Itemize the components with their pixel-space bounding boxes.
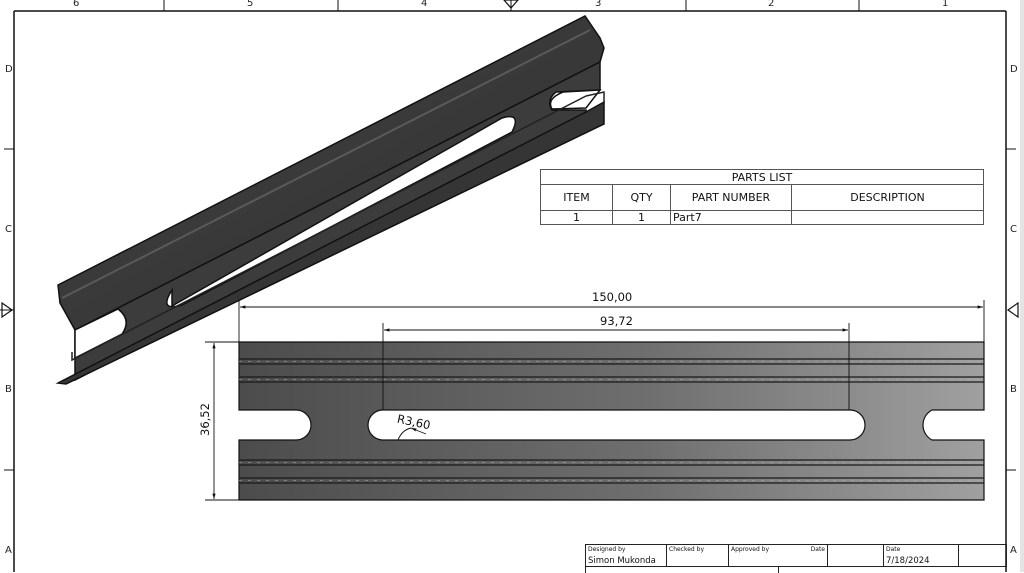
dim-overall-width: 36,52 — [198, 403, 212, 436]
col-header-qty: QTY — [612, 184, 671, 211]
cell-description — [791, 210, 984, 225]
title-block: Designed by Simon Mukonda Checked by App… — [585, 544, 1007, 573]
designed-by-cell: Designed by Simon Mukonda — [586, 545, 667, 567]
col-header-description: DESCRIPTION — [791, 184, 984, 211]
date-value: 7/18/2024 — [886, 556, 930, 566]
designed-by-value: Simon Mukonda — [588, 556, 656, 566]
approved-by-label: Approved by — [731, 546, 770, 553]
center-mark-right-icon — [1006, 301, 1019, 319]
zone-row-d-right: D — [1010, 64, 1018, 75]
zone-row-d-left: D — [5, 64, 13, 75]
zone-row-c-left: C — [5, 224, 12, 235]
col-header-item: ITEM — [540, 184, 613, 211]
cell-part-number: Part7 — [670, 210, 792, 225]
dim-overall-length: 150,00 — [592, 290, 633, 304]
dimensions — [205, 300, 985, 501]
parts-list-title: PARTS LIST — [540, 169, 984, 185]
zone-col-3: 3 — [595, 0, 602, 9]
date-label: Date — [886, 546, 901, 553]
zone-col-5: 5 — [247, 0, 254, 9]
zone-row-a-left: A — [5, 545, 12, 556]
date-cell: Date 7/18/2024 — [884, 545, 959, 567]
zone-row-c-right: C — [1010, 224, 1017, 235]
isometric-view — [55, 15, 605, 385]
title-block-lower-row — [586, 567, 1007, 573]
parts-list-table: PARTS LIST ITEM QTY PART NUMBER DESCRIPT… — [540, 169, 984, 225]
col-header-part-number: PART NUMBER — [670, 184, 792, 211]
zone-row-b-right: B — [1010, 384, 1017, 395]
vertical-scrollbar[interactable] — [1020, 0, 1024, 572]
approved-date-cell — [828, 545, 884, 567]
zone-row-b-left: B — [5, 384, 12, 395]
zone-col-2: 2 — [768, 0, 775, 9]
cell-qty: 1 — [612, 210, 671, 225]
zone-col-1: 1 — [942, 0, 949, 9]
zone-row-a-right: A — [1010, 545, 1017, 556]
cell-item: 1 — [540, 210, 613, 225]
approved-date-label: Date — [810, 546, 825, 553]
blank-cell — [959, 545, 1007, 567]
approved-by-cell: Approved by Date — [729, 545, 828, 567]
checked-by-cell: Checked by — [667, 545, 729, 567]
checked-by-label: Checked by — [669, 546, 705, 553]
flat-view — [238, 341, 985, 501]
center-mark-top-icon — [503, 0, 519, 9]
zone-col-6: 6 — [73, 0, 80, 9]
table-row: 1 1 Part7 — [540, 210, 984, 225]
designed-by-label: Designed by — [588, 546, 626, 553]
dim-slot-length: 93,72 — [600, 314, 633, 328]
zone-col-4: 4 — [421, 0, 428, 9]
